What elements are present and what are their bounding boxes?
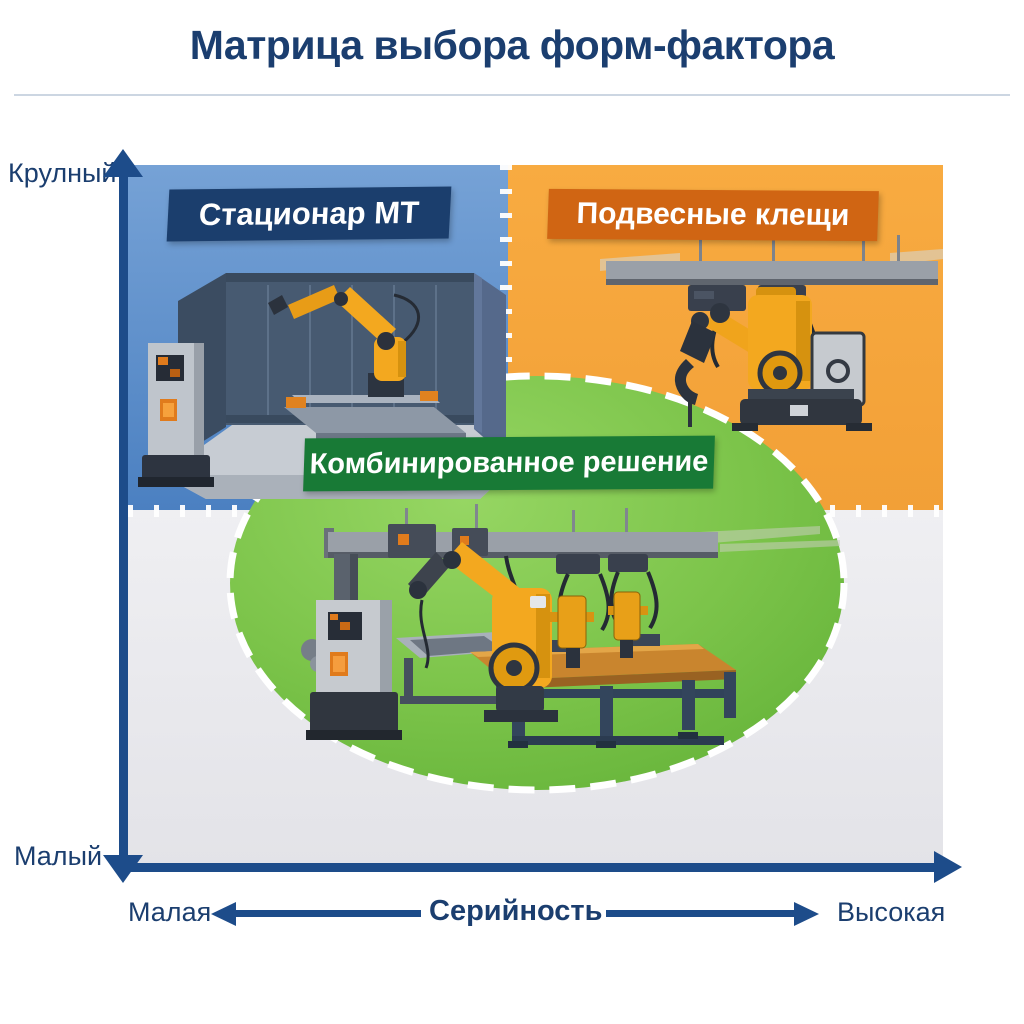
combined-solution-illustration — [301, 504, 840, 748]
left-arrow-icon — [211, 902, 236, 926]
hanging-tools-icon — [550, 571, 659, 668]
x-axis-left-label: Малая — [128, 897, 212, 927]
control-cabinet — [138, 343, 214, 487]
stationary-welding-cell-illustration — [138, 273, 506, 499]
matrix-plot-area: Стационар МТ Подвесные клещи Комбинирова… — [128, 165, 943, 866]
motion-streaks — [700, 526, 840, 552]
right-arrow-icon — [794, 902, 819, 926]
welding-gun-icon — [674, 312, 716, 427]
y-axis-up-arrow-icon — [103, 149, 143, 177]
x-axis-line — [128, 863, 940, 872]
overhead-rail — [324, 504, 718, 574]
center-robot-icon — [408, 542, 558, 722]
x-axis-right-arrow-icon — [934, 851, 962, 883]
y-axis-line — [119, 162, 128, 866]
combined-banner: Комбинированное решение — [303, 435, 715, 492]
robot-arm-icon — [268, 285, 420, 397]
title-divider — [14, 94, 1010, 96]
y-axis-top-label: Крулный — [8, 158, 117, 188]
x-axis-right-label: Высокая — [837, 897, 946, 927]
right-arrow-line — [606, 910, 794, 917]
page-title: Матрица выбора форм-фактора — [189, 22, 835, 68]
suspended-banner: Подвесные клещи — [547, 188, 879, 242]
control-cabinet — [301, 600, 402, 740]
robot-base — [732, 389, 872, 431]
x-axis-title: Серийность — [429, 895, 603, 927]
support-column — [334, 554, 358, 606]
suspended-tongs-illustration — [600, 235, 943, 431]
left-arrow-line — [235, 910, 421, 917]
stationary-banner: Стационар МТ — [166, 186, 452, 242]
y-axis-bottom-label: Малый — [14, 841, 103, 871]
